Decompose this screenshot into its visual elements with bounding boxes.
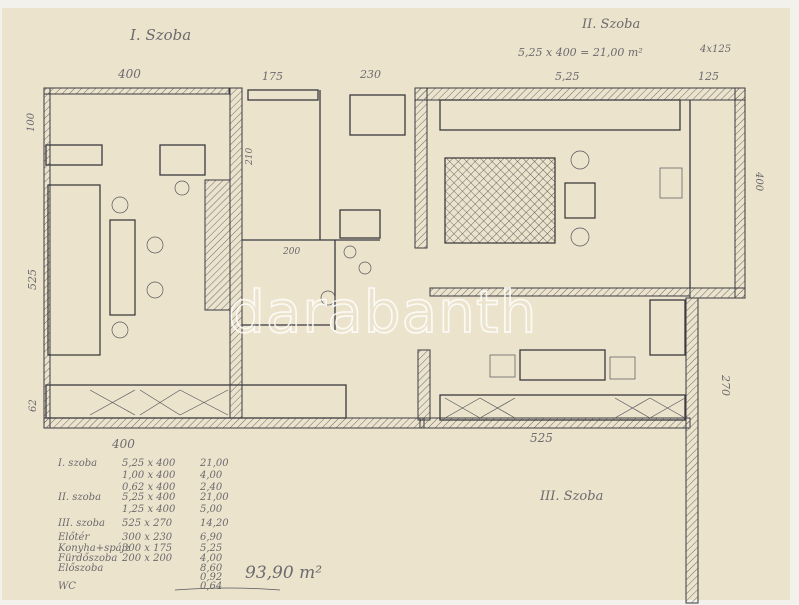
dimension-bottom-525: 525	[530, 431, 553, 445]
sofa	[47, 184, 101, 356]
dimension-top-525: 5,25	[555, 70, 580, 83]
room2-title: II. Szoba	[581, 17, 640, 32]
area-table-dims: 300 x 230	[122, 532, 173, 543]
table	[109, 219, 136, 316]
dimension-top-175: 175	[262, 70, 283, 83]
area-table-area: 21,00	[199, 492, 229, 503]
dimension-labels: 400 175 230 5,25 125 100 525 62 400 525 …	[26, 67, 764, 451]
dimension-right-400: 400	[753, 171, 764, 192]
area-table-area: 0,92	[200, 572, 222, 583]
area-table-area: 5,25	[200, 543, 222, 554]
area-table-area: 5,00	[200, 504, 223, 515]
area-table-row: Előtér 300 x 230 6,90	[57, 532, 223, 543]
area-table-dims: 5,25 x 400	[122, 492, 176, 503]
area-table-dims: 525 x 270	[122, 518, 173, 529]
area-table-row: Előszoba 8,60	[57, 563, 223, 574]
area-table-dims: 0,62 x 400	[122, 482, 176, 493]
area-table-row: 0,62 x 400 2,40	[122, 482, 223, 493]
area-table-room: Előtér	[57, 532, 90, 543]
cabinet-row	[89, 389, 686, 419]
area-table-row: WC 0,64	[58, 581, 222, 592]
area-table-dims: 1,25 x 400	[122, 504, 176, 515]
chairs	[111, 150, 683, 380]
dimension-left-62: 62	[28, 399, 39, 412]
area-table-area: 8,60	[200, 563, 223, 574]
area-table-area: 14,20	[200, 518, 229, 529]
dimension-top-230: 230	[359, 68, 381, 81]
area-table-area: 0,64	[200, 581, 222, 592]
total-area: 93,90 m²	[245, 563, 322, 583]
area-table-room: I. szoba	[57, 458, 97, 469]
area-table-dims: 1,00 x 400	[122, 470, 176, 481]
paper	[2, 8, 790, 600]
area-table-row: 1,00 x 400 4,00	[122, 470, 223, 481]
total-underline	[174, 587, 281, 591]
dimension-inner-210: 210	[245, 148, 255, 166]
dimension-top-400: 400	[117, 67, 141, 81]
area-table-room: III. szoba	[57, 518, 105, 529]
area-table-row: III. szoba 525 x 270 14,20	[57, 518, 229, 529]
desk	[564, 182, 596, 219]
watermark: darabanth	[228, 278, 537, 346]
area-table-area: 4,00	[199, 553, 223, 564]
area-table-room: II. szoba	[57, 492, 101, 503]
area-table-row: Fürdőszoba 200 x 200 4,00	[57, 553, 223, 564]
area-table-row: II. szoba 5,25 x 400 21,00	[57, 492, 229, 503]
area-table-room: Fürdőszoba	[57, 553, 117, 564]
dimension-bottom-400: 400	[111, 437, 135, 451]
area-table-room: Konyha+spájz	[57, 543, 131, 554]
area-table-area: 21,00	[199, 458, 229, 469]
dimension-right-270: 270	[719, 374, 732, 396]
room3-title: III. Szoba	[539, 489, 603, 504]
area-table-room: WC	[58, 581, 76, 592]
interior-lines	[45, 89, 691, 421]
area-table-dims: 300 x 175	[122, 543, 172, 554]
area-table-area: 6,90	[200, 532, 223, 543]
room2-calc: 5,25 x 400 = 21,00 m²	[518, 46, 643, 59]
room2-extra: 4x125	[699, 44, 731, 55]
dimension-left-525: 525	[26, 269, 39, 290]
room1-title: I. Szoba	[129, 26, 191, 44]
bed	[444, 157, 556, 244]
dimension-inner-200: 200	[282, 247, 300, 257]
area-table-dims: 5,25 x 400	[122, 458, 176, 469]
area-table-row: 1,25 x 400 5,00	[122, 504, 223, 515]
area-table-dims: 200 x 200	[121, 553, 173, 564]
area-table-area: 2,40	[199, 482, 223, 493]
area-table-row: I. szoba 5,25 x 400 21,00	[57, 458, 229, 469]
dimension-left-100: 100	[26, 112, 37, 132]
area-table-row: 0,92	[200, 572, 222, 583]
area-table-area: 4,00	[199, 470, 223, 481]
area-table-room: Előszoba	[57, 563, 103, 574]
dimension-top-125: 125	[698, 70, 719, 83]
